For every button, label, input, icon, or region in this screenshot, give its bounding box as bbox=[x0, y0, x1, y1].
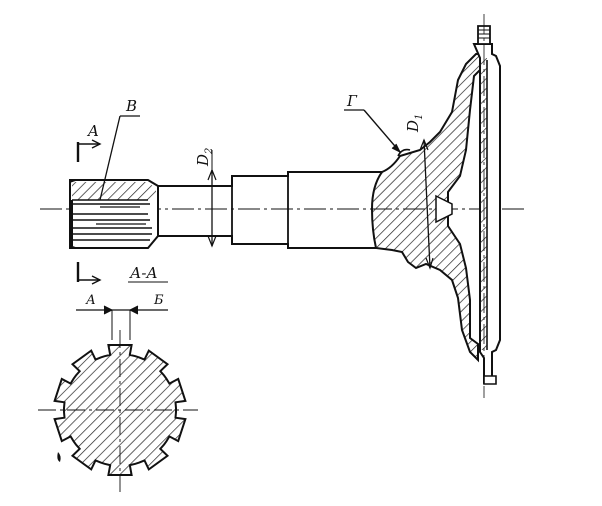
callout-v-label: В bbox=[125, 97, 137, 115]
dimension-d1: D1 bbox=[404, 114, 434, 270]
dim-a-label: А bbox=[85, 293, 96, 308]
callout-v: В bbox=[99, 97, 140, 201]
section-dimensions: А Б bbox=[76, 293, 168, 340]
flange-disc bbox=[472, 14, 501, 398]
splined-end bbox=[69, 179, 159, 249]
d2-label: D2 bbox=[194, 148, 215, 167]
dim-b-label: Б bbox=[153, 293, 164, 308]
section-marker-top: A bbox=[76, 122, 102, 162]
shaft-body bbox=[157, 171, 382, 249]
callout-g: Г bbox=[344, 92, 402, 154]
section-marker-bottom bbox=[76, 262, 102, 285]
callout-g-label: Г bbox=[346, 92, 358, 110]
section-title: А-А bbox=[129, 264, 158, 282]
spline-cross-section bbox=[38, 330, 198, 492]
ink-mark bbox=[57, 452, 61, 462]
dimension-d2: D2 bbox=[194, 148, 217, 248]
flange-hub bbox=[370, 53, 481, 363]
section-a-label: A bbox=[86, 122, 99, 140]
d1-label: D1 bbox=[404, 114, 425, 133]
